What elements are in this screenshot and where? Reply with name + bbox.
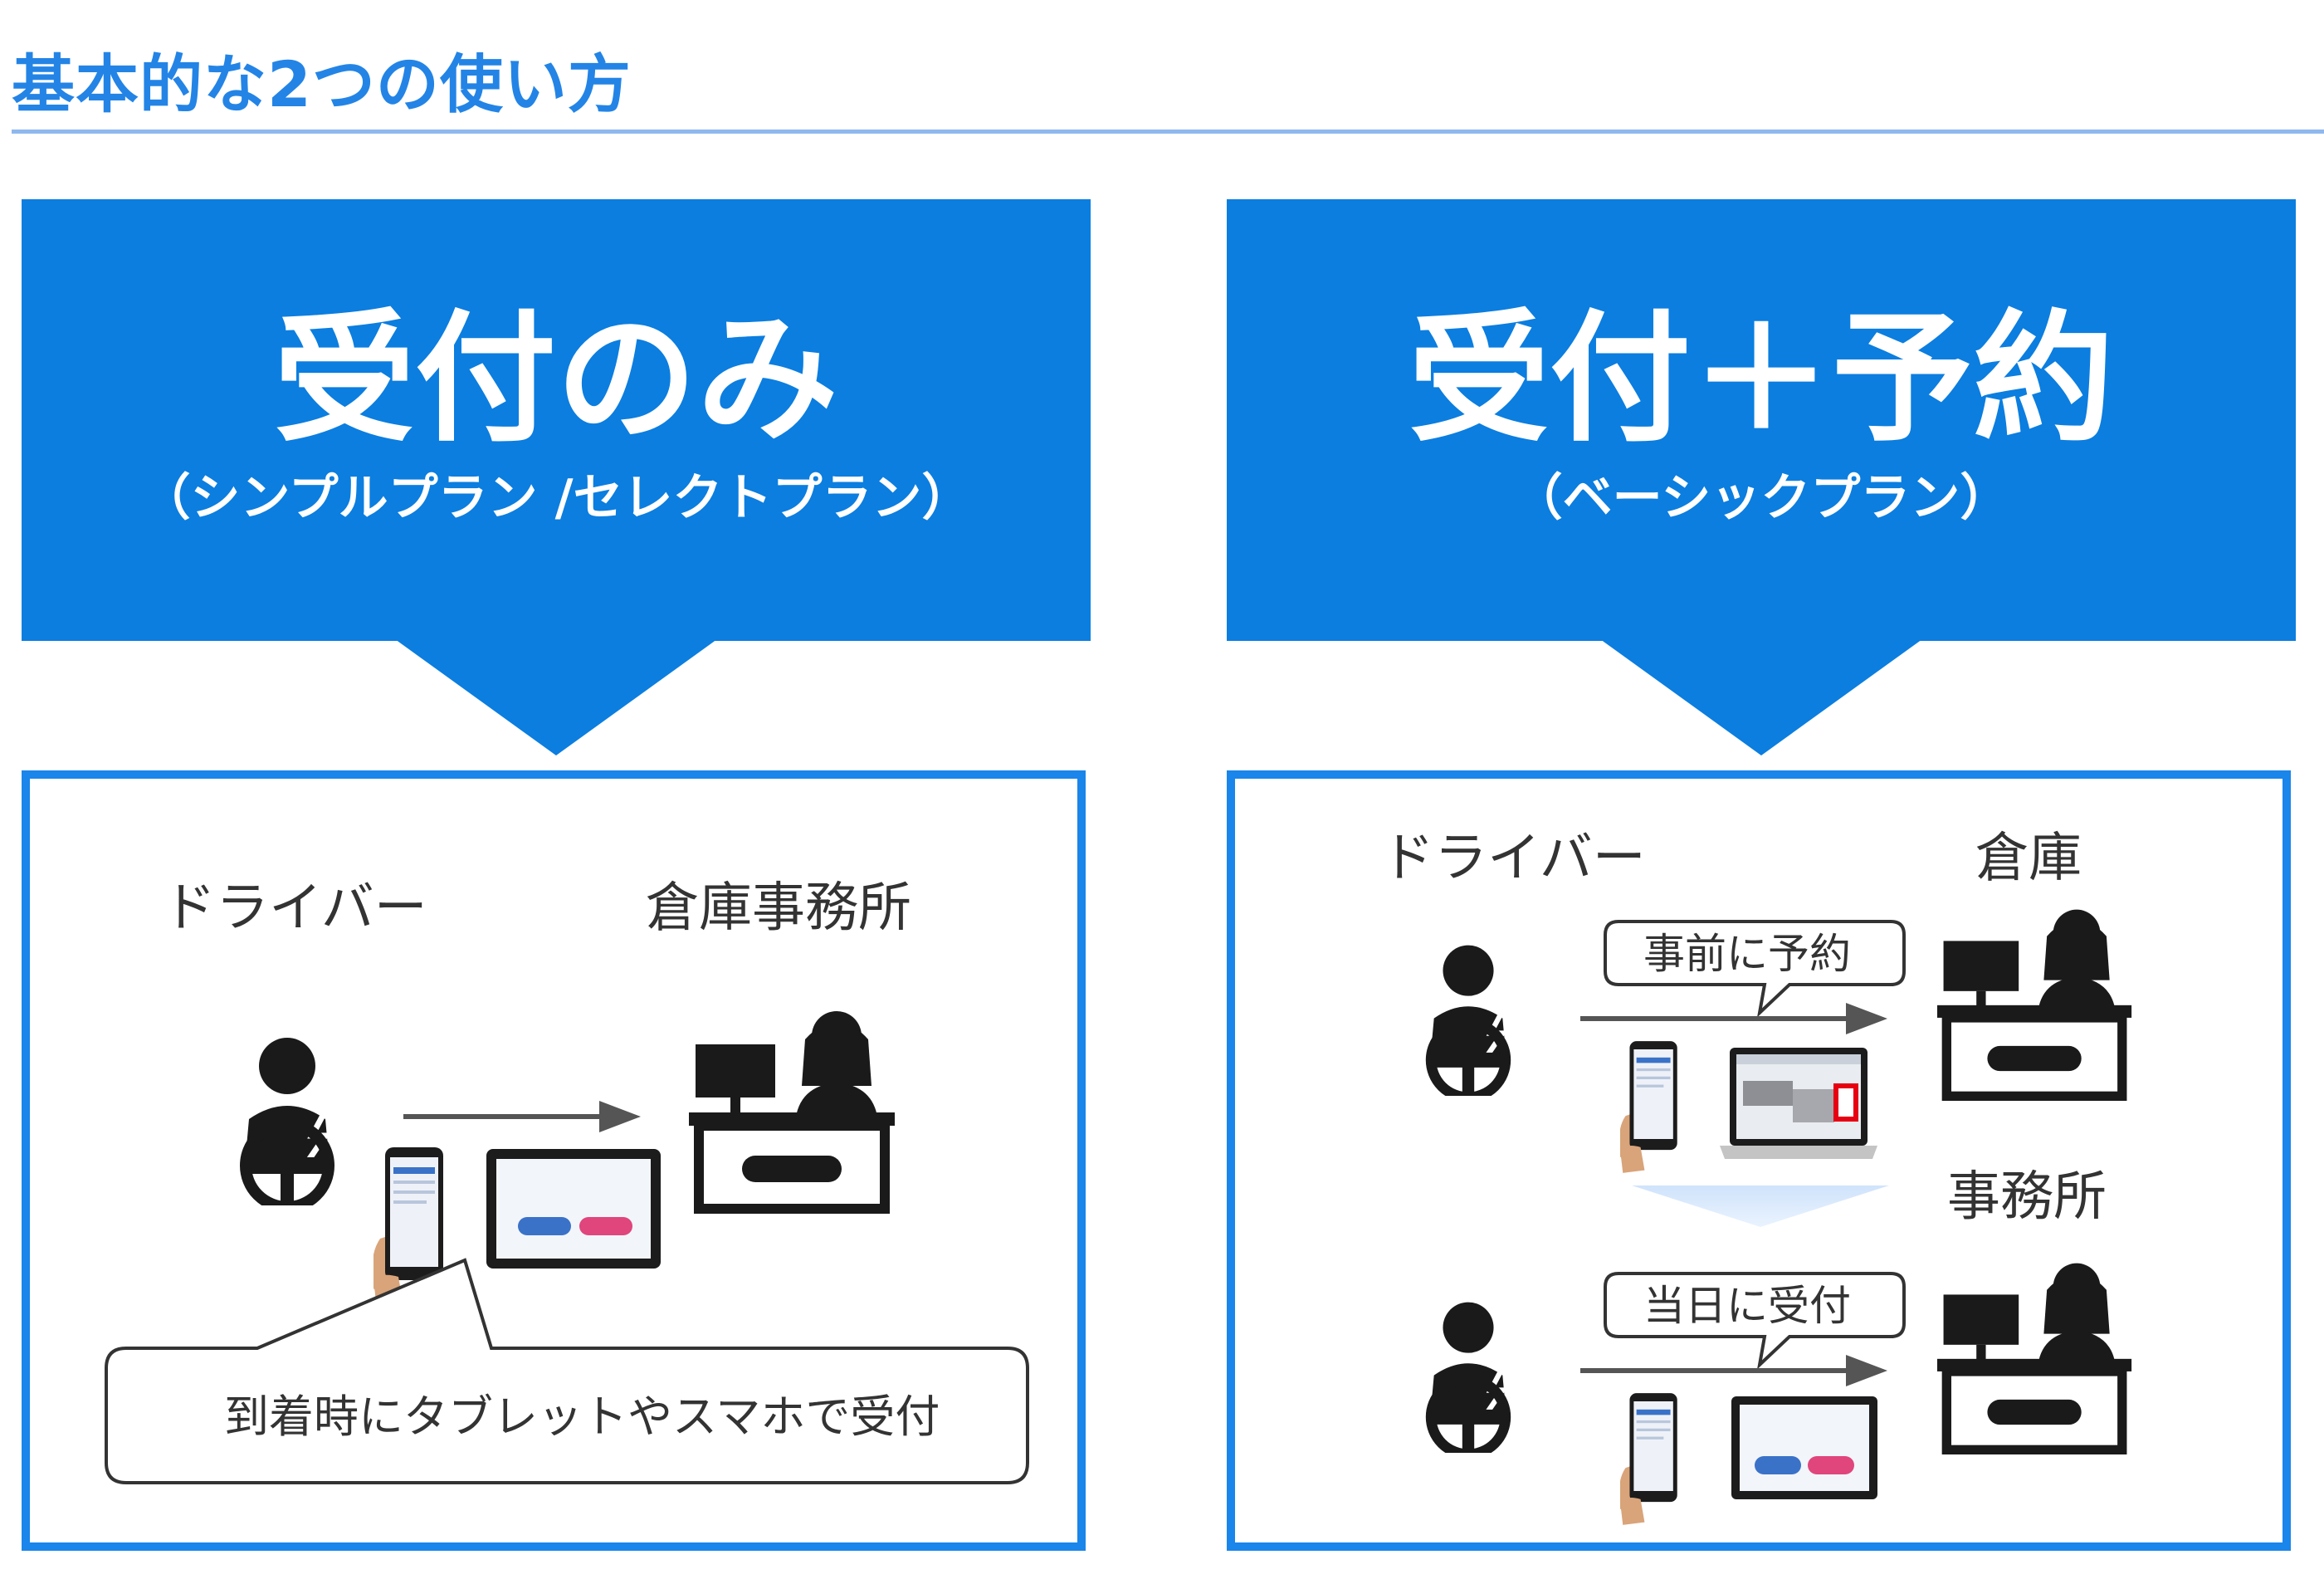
speech-bubble-checkin bbox=[1602, 1269, 1909, 1371]
arrow-right-icon bbox=[403, 1096, 641, 1141]
banner-title: 受付＋予約 bbox=[1408, 297, 2114, 462]
speech-bubble-reserve bbox=[1602, 917, 1909, 1019]
receptionist-icon bbox=[1937, 905, 2133, 1104]
callout-text: 到着時にタブレットやスマホで受付 bbox=[224, 1391, 940, 1443]
tablet-button-pink bbox=[1808, 1456, 1854, 1474]
banner-reception-only: 受付のみ （シンプルプラン /セレクトプラン） bbox=[22, 199, 1091, 641]
page-title: 基本的な2つの使い方 bbox=[12, 47, 632, 121]
title-divider bbox=[12, 130, 2324, 134]
driver-icon bbox=[1416, 935, 1521, 1099]
office-label: 事務所 bbox=[1947, 1166, 2107, 1228]
banner-reception-reservation: 受付＋予約 （ベーシックプラン） bbox=[1227, 199, 2296, 641]
tablet-screen bbox=[496, 1159, 651, 1259]
tablet-icon bbox=[486, 1149, 661, 1269]
banner-title: 受付のみ bbox=[273, 297, 838, 462]
driver-label: ドライバー bbox=[163, 877, 427, 939]
arrow-right-icon bbox=[1580, 998, 1887, 1043]
warehouse-label: 倉庫 bbox=[1975, 828, 2082, 889]
arrow-down-icon bbox=[1600, 639, 1922, 755]
driver-icon bbox=[229, 1026, 345, 1209]
tablet-button-blue bbox=[518, 1217, 571, 1235]
bubble-checkin-text: 当日に受付 bbox=[1643, 1282, 1851, 1330]
tablet-icon bbox=[1731, 1396, 1877, 1499]
receptionist-icon bbox=[1937, 1259, 2133, 1458]
driver-icon bbox=[1416, 1292, 1521, 1456]
arrow-down-icon bbox=[395, 639, 717, 755]
office-label: 倉庫事務所 bbox=[646, 877, 911, 939]
smartphone-icon bbox=[1618, 1041, 1695, 1181]
driver-label: ドライバー bbox=[1381, 828, 1646, 889]
banner-subtitle: （シンプルプラン /セレクトプラン） bbox=[140, 469, 972, 527]
receptionist-icon bbox=[689, 1006, 896, 1217]
smartphone-icon bbox=[1618, 1393, 1695, 1533]
banner-subtitle: （ベーシックプラン） bbox=[1512, 469, 2010, 527]
tablet-button-pink bbox=[579, 1217, 632, 1235]
arrow-down-icon bbox=[1632, 1185, 1889, 1230]
bubble-reserve-text: 事前に予約 bbox=[1643, 930, 1851, 978]
tablet-screen bbox=[1740, 1405, 1869, 1491]
callout-bubble bbox=[100, 1245, 1038, 1498]
tablet-button-blue bbox=[1755, 1456, 1801, 1474]
laptop-icon bbox=[1720, 1048, 1877, 1162]
arrow-right-icon bbox=[1580, 1350, 1887, 1395]
